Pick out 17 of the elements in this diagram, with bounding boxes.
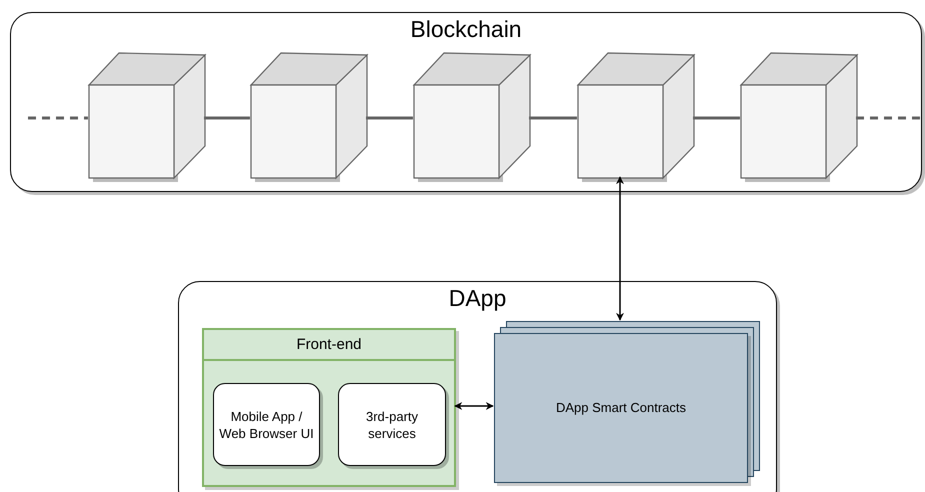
- dashed-link: [28, 116, 88, 120]
- double-arrow: [454, 402, 494, 410]
- group-panel: [202, 328, 456, 487]
- rounded-panel: [10, 12, 922, 192]
- chain-link: [529, 116, 577, 120]
- double-arrow: [616, 176, 624, 321]
- component-box: Mobile App / Web Browser UI: [213, 383, 320, 466]
- chain-link: [204, 116, 250, 120]
- component-box: 3rd-party services: [338, 383, 446, 466]
- rounded-panel: [178, 281, 777, 492]
- stacked-card: [494, 321, 760, 483]
- panel-title: DApp: [448, 284, 506, 312]
- stack-label: DApp Smart Contracts: [556, 399, 686, 418]
- chain-link: [693, 116, 740, 120]
- chain-link: [366, 116, 413, 120]
- panel-title: Blockchain: [410, 15, 522, 43]
- panel-header: Front-end: [204, 330, 454, 361]
